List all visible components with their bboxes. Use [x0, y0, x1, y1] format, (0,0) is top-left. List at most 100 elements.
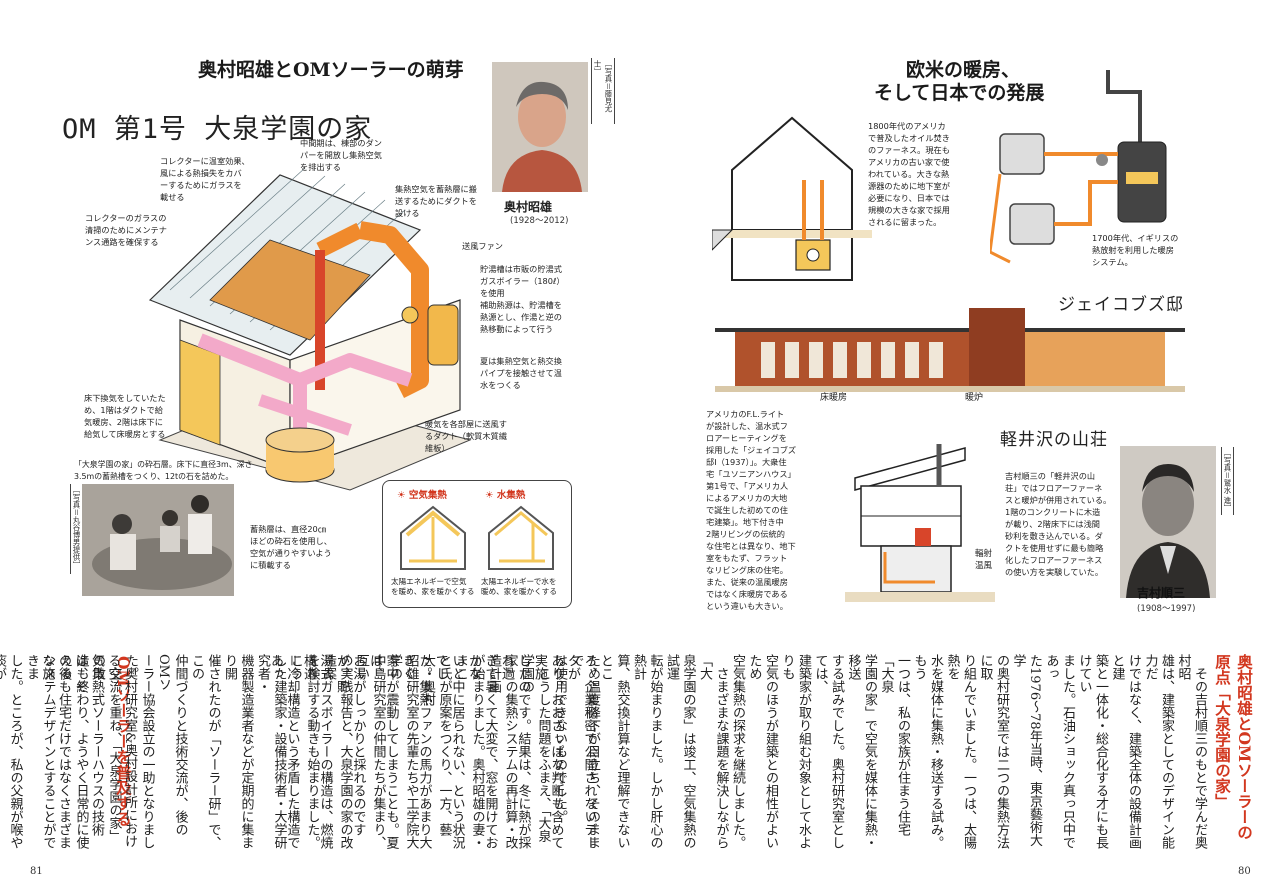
body-line: した。ところが、私の父親が喉や痰が [0, 654, 23, 849]
body-line: の奥村研究室では二つの集熱方法に取 [977, 654, 1010, 849]
portrait-okumura-credit: ［写真＝藤見尤士］ [591, 58, 615, 124]
portrait-yoshimura-name: 吉村順三 [1137, 586, 1186, 600]
legend-air-caption: 太陽エネルギーで空気 を暖め、家を暖かくする [391, 577, 475, 596]
legend-water-title: ☀ 水集熱 [485, 487, 525, 501]
body-line: 昭雄研究室の先輩たちや工学院大学の [387, 654, 419, 849]
portrait-yoshimura-credit: ［写真＝鷲水 進］ [1221, 447, 1234, 515]
body-line: 建築家が取り組む対象として水よりも [779, 654, 812, 849]
label-us-1800: 1800年代のアメリカ で普及したオイル焚き のファーネス。現在も アメリカの古… [868, 121, 950, 227]
body-line: 造も終わり、ようやく日常的に使える [57, 654, 89, 849]
stone-photo [82, 484, 234, 596]
body-line: 空気集熱の探求を継続しました。 [730, 654, 745, 849]
body-line: ーラー協会設立の一助となりました。 [123, 654, 155, 849]
body-line: ました。石油ショック真っ只中であっ [1043, 654, 1076, 849]
body-line: ろ、企業秘密で公開されないデータが [565, 654, 597, 849]
label-radiant: 輻射 [975, 549, 993, 559]
british-radiator-diagram [990, 62, 1200, 272]
left-body-area: ため温度降下が目立ち、そのままでは使用できないものでした。 こうした問題をふまえ… [0, 654, 600, 852]
american-furnace-svg [712, 116, 872, 281]
portrait-yoshimura-dates: (1908〜1997) [1137, 604, 1196, 614]
left-heading-om-solar: OMソーラーを普及する [114, 656, 133, 827]
body-line: を検討する動きも始まりました。こう [288, 654, 320, 849]
karuizawa-house-svg [845, 444, 995, 602]
right-body-text: その吉村順三のもとで学んだ奥村昭雄は、建築家としてのデザイン能力だけではなく、建… [267, 654, 1208, 852]
body-line: 中島研究室の仲間たちが集まり、互い [354, 654, 386, 849]
body-line: と氏が原案をつくり、一方、藝大・奥村 [420, 654, 452, 836]
label-floor-heating: 床暖房 [820, 393, 848, 403]
house-diagram-icon [400, 505, 554, 570]
right-title-line1: 欧米の暖房、 [906, 59, 1021, 81]
body-line: 気集熱式ソーラーハウスの技術は、そ [72, 654, 105, 836]
body-line: したのです。結果は、冬に熱が採れ過 [499, 654, 531, 849]
oizumi-house-svg [148, 167, 472, 491]
portrait-okumura [492, 62, 588, 192]
heading-line: 奥村昭雄とOMソーラーの [1235, 654, 1254, 840]
label-fan: 送風ファン [462, 241, 503, 251]
british-radiator-svg [990, 70, 1167, 264]
body-line: た1976〜78年当時、東京藝術大学 [1010, 654, 1043, 847]
jacobs-handwritten-label: ジェイコブズ邸 [1058, 295, 1184, 315]
label-duct-roof: 集熱空気を蓄熱層に搬 送するためにダクトを 設ける [395, 184, 477, 218]
oizumi-house-diagram [120, 140, 500, 530]
body-line: した建築家・設備技術者・大学研究者・ [255, 654, 287, 849]
body-line: 交流を重ね、「大泉学園の家」の改 [90, 654, 122, 843]
label-wright: アメリカのF.L.ライト が設計した、温水式フ ロアーヒーティングを 採用した「… [706, 409, 797, 611]
body-line: あり、おおざっぱな判断も含めて実施 [532, 654, 564, 849]
body-line: ため温度降下が目立ち、そのままで [568, 654, 601, 849]
heat-collection-legend: ☀ 空気集熱 ☀ 水集熱 太陽エネルギーで空気 を暖め、家を暖かくする 太陽エネ… [382, 480, 572, 608]
jacobs-house-drawing [715, 308, 1185, 398]
body-line: の実践報告と、大泉学園の家の改造案 [321, 654, 353, 849]
label-collector: コレクターに温室効果、 風による熱損失をカバ ーするためにガラスを 載せる [160, 156, 250, 202]
body-line: 雄は、建築家としてのデザイン能力だ [1142, 654, 1175, 849]
right-heading-origin: 奥村昭雄とOMソーラーの原点「大泉学園の家」 [1211, 654, 1255, 852]
portrait-yoshimura [1120, 446, 1216, 598]
portrait-okumura-name: 奥村昭雄 [504, 200, 553, 214]
body-line: 水を媒体に集熱・移送する試み。もう [911, 654, 944, 849]
body-line: 一つは、私の家族が住まう住宅「大泉 [878, 654, 911, 836]
sun-icon: ☀ [397, 490, 406, 501]
page-number-right: 80 [1238, 866, 1251, 877]
legend-water-title-text: 水集熱 [496, 490, 526, 501]
legend-air-title-text: 空気集熱 [408, 490, 447, 501]
right-title-line2: そして日本での発展 [874, 82, 1045, 104]
body-line: システムデザインとすることができま [24, 654, 56, 849]
body-line: 空気のほうが建築との相性がよいため [746, 654, 779, 849]
body-line: いと中に居られない、という状況でし [433, 654, 465, 849]
label-summer: 夏は集熱空気と熱交換 パイプを接触させて温 水をつくる [480, 356, 562, 390]
right-body-area: 奥村昭雄とOMソーラーの原点「大泉学園の家」 その吉村順三のもとで学んだ奥村昭雄… [268, 654, 1255, 852]
body-line: 泉学園の家」は竣工、空気集熱の試運 [664, 654, 696, 849]
body-line: お湯がしっかりと採れるのですが、貯 [334, 654, 366, 836]
label-yoshimura-note: 吉村順三の「軽井沢の山 荘」ではフロアーファーネ スと暖炉が併用されている。 1… [1005, 471, 1112, 577]
body-line: 仲間づくりと技術交流が、後のOMソ [156, 654, 188, 836]
body-line: する試みでした。奥村研究室としては、 [812, 654, 845, 849]
karuizawa-house-drawing [845, 432, 995, 607]
body-line: 算、熱交換計算など理解できないとこ [598, 654, 630, 849]
body-line: り組んでいました。一つは、太陽熱を [944, 654, 977, 849]
legend-air-title: ☀ 空気集熱 [397, 487, 447, 501]
portrait-okumura-dates: (1928〜2012) [510, 216, 569, 226]
body-line: 機器製造業者などが定期的に集まり開 [222, 654, 254, 849]
body-line: た。集熱ファンの馬力があまり大きく [400, 654, 432, 849]
karuizawa-handwritten-label: 軽井沢の山荘 [1000, 430, 1108, 450]
body-line: が始まりました。奥村昭雄の妻・まこ [453, 654, 485, 849]
label-fireplace: 暖炉 [965, 393, 984, 403]
body-line: その吉村順三のもとで学んだ奥村昭 [1175, 654, 1208, 849]
body-line: 湯式ガスボイラーの構造は、燃焼構造 [301, 654, 333, 849]
body-line: は使用できないものでした。 [552, 654, 567, 823]
left-body-text-2: 奥村研究室&奥村設計所における空気集熱式ソーラーハウスの技術は、その後も住宅だけ… [38, 654, 138, 852]
body-line: ぎて暑くて大変で、窓を開けておかな [466, 654, 498, 849]
label-tank: 貯湯槽は市販の貯湯式 ガスボイラー（180ℓ） を使用 補助熱源は、貯湯槽を 熱… [480, 264, 565, 334]
label-midperiod: 中間期は、棟部のダン パーを開放し集熱空気 を排出する [300, 138, 382, 172]
label-uk-1700: 1700年代、イギリスの 熱放射を利用した暖房 システム。 [1092, 233, 1179, 267]
label-glass-access: コレクターのガラスの 清掃のためにメンテナ ンス通路を確保する [85, 213, 167, 247]
body-line: の後も住宅だけではなくさまざまな施 [39, 654, 72, 849]
handwritten-title: OM 第1号 大泉学園の家 [62, 114, 373, 145]
left-body-text: ため温度降下が目立ち、そのままでは使用できないものでした。 こうした問題をふまえ… [0, 654, 600, 852]
stone-caption: 「大泉学園の家」の砕石層。床下に直径3m、深さ 3.5mの蓄熱槽をつくり、12t… [74, 460, 253, 481]
american-furnace-diagram [712, 110, 872, 290]
label-floor-vent: 床下換気をしていたた め、1階はダクトで給 気暖房、2階は床下に 給気して床暖房… [84, 393, 166, 439]
label-warm-duct: 暖気を各部屋に送風す るダクト（軟質木質繊 維板） [425, 419, 507, 453]
legend-water-caption: 太陽エネルギーで水を 暖め、家を暖かくする [481, 577, 557, 596]
stone-photo-figure [82, 484, 234, 596]
label-storage: 蓄熱層は、直径20㎝ ほどの砕石を使用し、 空気が通りやすいよう に積載する [250, 524, 332, 570]
